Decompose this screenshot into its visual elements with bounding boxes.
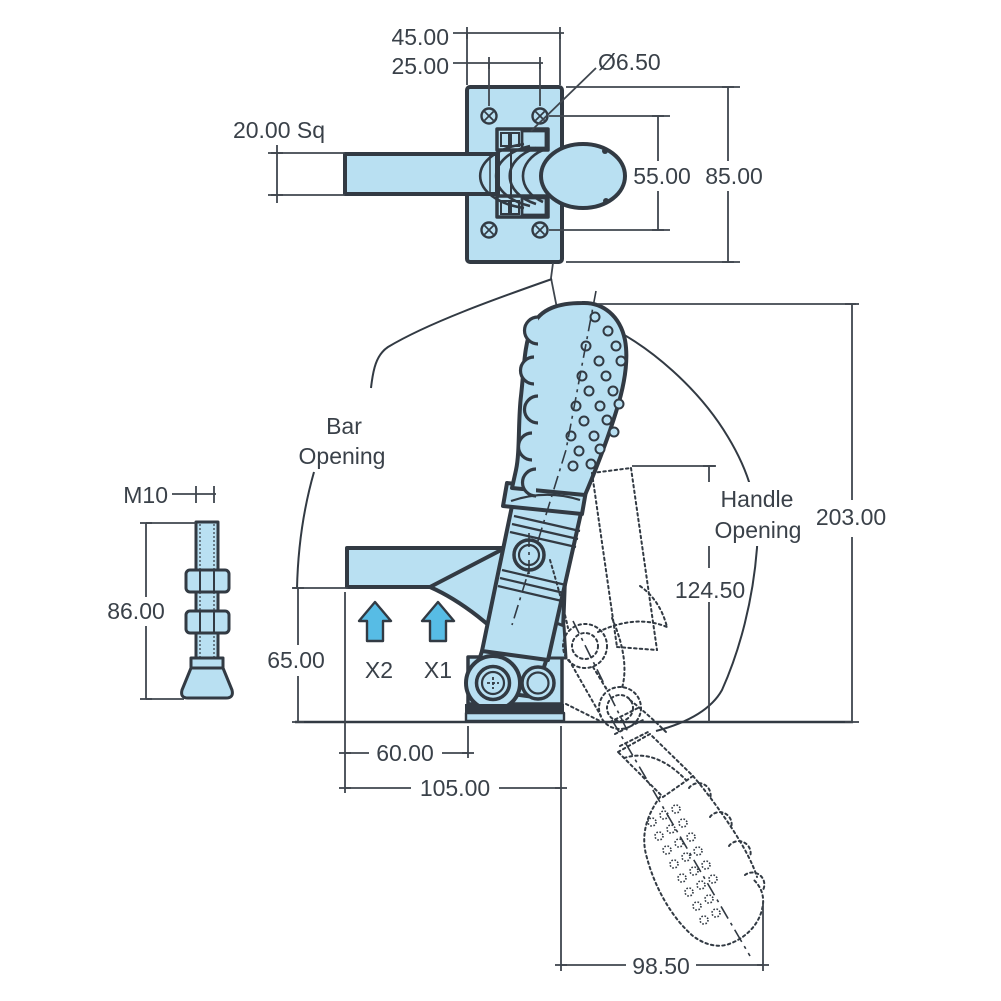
dim-25 bbox=[453, 57, 543, 106]
dim-pivot-offset: 60.00 bbox=[376, 740, 434, 766]
up-arrow-icon bbox=[357, 600, 393, 643]
dim-base-length: 105.00 bbox=[420, 775, 490, 801]
dim-plate-width: 45.00 bbox=[391, 24, 449, 50]
dim-45 bbox=[453, 27, 564, 85]
open-handle-dots bbox=[647, 804, 721, 925]
dim-handle-reach: 98.50 bbox=[632, 953, 690, 979]
dim-60 bbox=[339, 592, 474, 793]
screw-icon bbox=[480, 221, 498, 239]
dim-hole-spacing-v: 55.00 bbox=[633, 163, 691, 189]
top-view-bar bbox=[343, 152, 499, 196]
leader-hole-dia bbox=[530, 67, 597, 132]
dim-overall-height: 203.00 bbox=[816, 504, 886, 530]
bar-opening-label: Bar Opening bbox=[299, 413, 386, 469]
screw-icon bbox=[480, 107, 498, 125]
handle-opening-label: Handle Opening bbox=[715, 486, 802, 543]
bar-opening-line1: Bar bbox=[326, 413, 362, 439]
side-view: 203.00 124.50 65.00 60.00 105 bbox=[267, 262, 886, 979]
spindle-nut bbox=[184, 609, 231, 635]
dim-plate-height: 85.00 bbox=[705, 163, 763, 189]
screw-icon bbox=[531, 221, 549, 239]
up-arrow-icon bbox=[420, 600, 456, 643]
base-hole-front bbox=[474, 664, 512, 702]
dim-86 bbox=[140, 522, 196, 700]
spindle-thread bbox=[194, 520, 220, 669]
base-hole-rear bbox=[520, 665, 556, 701]
top-view-knob bbox=[539, 142, 627, 210]
open-handle bbox=[609, 707, 766, 947]
dim-spindle-length: 86.00 bbox=[107, 598, 165, 624]
bar-opening-arc bbox=[296, 278, 553, 590]
dim-bar-section: 20.00 Sq bbox=[233, 117, 325, 143]
knob-mark-top bbox=[602, 148, 608, 154]
base-flange bbox=[464, 711, 566, 723]
top-view-knob-neck bbox=[478, 142, 544, 210]
open-linkage-centerline bbox=[572, 620, 630, 735]
handle-opening-arc bbox=[602, 323, 759, 732]
open-bar bbox=[549, 467, 668, 651]
main-pivot bbox=[512, 533, 546, 578]
dim-65 bbox=[292, 587, 348, 723]
clamp-point-x1: X1 bbox=[424, 657, 452, 683]
knob-scallops bbox=[516, 315, 539, 498]
dim-20sq bbox=[268, 145, 345, 203]
dim-55 bbox=[549, 115, 670, 231]
bar-opening-line2: Opening bbox=[299, 443, 386, 469]
handle-opening-label-bg bbox=[706, 482, 812, 546]
dim-thread: M10 bbox=[123, 482, 168, 508]
spindle-nut bbox=[184, 568, 231, 594]
open-linkage bbox=[562, 617, 667, 733]
clamp-point-x2: X2 bbox=[365, 657, 393, 683]
dim-bar-height: 65.00 bbox=[267, 647, 325, 673]
dim-hole-spacing-h: 25.00 bbox=[391, 53, 449, 79]
handle-opening-line1: Handle bbox=[721, 486, 794, 512]
dim-98 bbox=[555, 902, 769, 971]
top-view-screws bbox=[480, 107, 549, 239]
dim-open-bar-height: 124.50 bbox=[675, 577, 745, 603]
lever-knurl-upper bbox=[509, 514, 581, 549]
knob-mark-bottom bbox=[603, 198, 609, 204]
top-view: 45.00 25.00 Ø6.50 20.00 Sq 55.00 bbox=[233, 24, 763, 264]
lever-knurl-lower bbox=[497, 568, 567, 603]
open-handle-centerline bbox=[611, 719, 751, 957]
dim-203 bbox=[598, 303, 859, 723]
spindle-foot bbox=[180, 656, 234, 700]
collar-curve bbox=[510, 493, 581, 503]
clamp-point-arrows: X2 X1 bbox=[357, 600, 456, 683]
dim-m10 bbox=[172, 486, 216, 503]
handle-opening-line2: Opening bbox=[715, 517, 802, 543]
spindle-view: M10 86.00 bbox=[107, 482, 234, 700]
dim-105 bbox=[339, 726, 567, 971]
base-flange-dark bbox=[465, 704, 564, 713]
dim-hole-diameter: Ø6.50 bbox=[598, 49, 661, 75]
dim-85 bbox=[566, 86, 740, 263]
